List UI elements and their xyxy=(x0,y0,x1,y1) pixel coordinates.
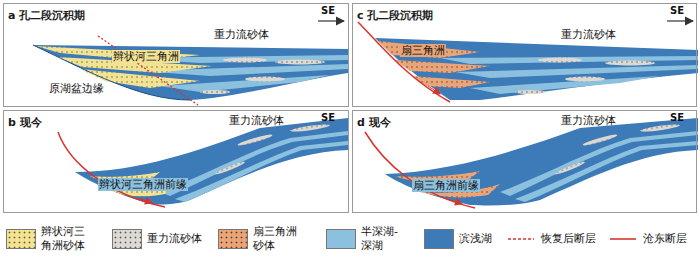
panel-c-section xyxy=(358,22,698,102)
legend-swatch xyxy=(6,229,36,249)
legend-text: 恢复后断层 xyxy=(541,232,601,246)
legend-text: 扇三角洲砂体 xyxy=(253,225,303,253)
panel-heading: c 孔二段沉积期 xyxy=(353,7,437,24)
direction-label: SE xyxy=(669,112,685,124)
legend-text: 重力流砂体 xyxy=(147,232,209,246)
direction-label: SE xyxy=(320,5,336,17)
facies-label: 扇三角洲 xyxy=(400,44,446,57)
panel-heading: a 孔二段沉积期 xyxy=(4,7,89,24)
panel-d-section xyxy=(365,118,698,208)
legend-swatch xyxy=(218,229,248,249)
panel-heading: d 现今 xyxy=(353,114,395,131)
legend-text: 半深湖-深湖 xyxy=(361,225,403,253)
facies-label: 原湖盆边缘 xyxy=(48,82,105,95)
legend-text: 沧东断层 xyxy=(643,232,695,246)
facies-label: 辫状河三角洲前缘 xyxy=(98,178,188,191)
facies-label: 重力流砂体 xyxy=(560,28,617,41)
direction-label: SE xyxy=(320,112,336,124)
legend-swatch xyxy=(326,229,356,249)
legend-text: 辫状河三角洲砂体 xyxy=(41,225,91,253)
panel-b-section xyxy=(58,118,348,207)
legend-line-sample xyxy=(608,229,638,249)
facies-label: 重力流砂体 xyxy=(228,114,285,127)
legend-text: 滨浅湖 xyxy=(459,232,499,246)
legend-line-sample xyxy=(506,229,536,249)
legend-swatch xyxy=(112,229,142,249)
panel-a-section xyxy=(33,36,348,105)
facies-label: 扇三角洲前缘 xyxy=(412,179,480,192)
facies-label: 重力流砂体 xyxy=(560,114,617,127)
facies-label: 重力流砂体 xyxy=(213,28,270,41)
facies-label: 辫状河三角洲 xyxy=(112,50,180,63)
panel-heading: b 现今 xyxy=(4,114,46,131)
panel-frame: b 现今 xyxy=(3,110,349,213)
legend-swatch xyxy=(424,229,454,249)
panel-frame: d 现今 xyxy=(352,110,697,213)
direction-label: SE xyxy=(669,5,685,17)
